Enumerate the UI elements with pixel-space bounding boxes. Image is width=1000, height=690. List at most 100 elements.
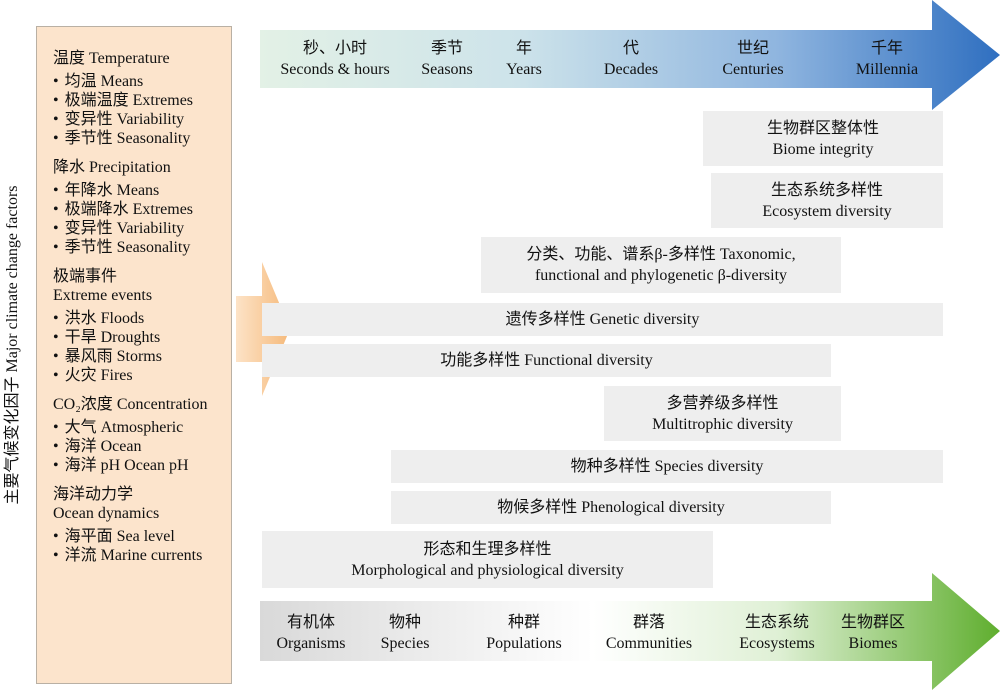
- bar-phenological-diversity: 物候多样性 Phenological diversity: [391, 491, 831, 524]
- bar-species-diversity: 物种多样性 Species diversity: [391, 450, 943, 483]
- bar-morphological-diversity: 形态和生理多样性 Morphological and physiological…: [262, 531, 713, 588]
- bar-line2: Biome integrity: [772, 140, 874, 158]
- factor-item: 均温 Means: [53, 72, 231, 91]
- bar-line1: 物候多样性 Phenological diversity: [497, 499, 725, 516]
- scale-label-en: Communities: [605, 635, 693, 652]
- factor-item: 年降水 Means: [53, 181, 231, 200]
- factor-item: 季节性 Seasonality: [53, 238, 231, 257]
- bar-line2: functional and phylogenetic β-diversity: [534, 267, 788, 284]
- factor-title-zh: 海洋动力学: [53, 486, 134, 503]
- time-arrow-shape-icon: [260, 0, 1000, 110]
- bar-line1: 生态系统多样性: [770, 181, 883, 199]
- bar-line1: 多营养级多样性: [666, 394, 779, 412]
- factor-group-title: 温度 Temperature: [53, 49, 231, 68]
- factor-item: 海平面 Sea level: [53, 527, 231, 546]
- factor-group-co2: CO₂浓度 Concentration 大气 Atmospheric 海洋 Oc…: [53, 395, 231, 475]
- factor-title-en: Ocean dynamics: [53, 505, 160, 522]
- scale-label-en: Centuries: [722, 61, 784, 78]
- factor-title-zh: CO₂浓度: [53, 396, 113, 413]
- scale-label-zh: 年: [515, 40, 532, 57]
- scale-label-en: Millennia: [855, 61, 919, 78]
- factor-group-extreme-events: 极端事件 Extreme events 洪水 Floods 干旱 Drought…: [53, 267, 231, 385]
- factor-title-en: Precipitation: [89, 159, 171, 176]
- factor-item: 极端温度 Extremes: [53, 91, 231, 110]
- factor-group-title: 降水 Precipitation: [53, 158, 231, 177]
- bar-line2: Multitrophic diversity: [652, 415, 793, 433]
- factor-item: 干旱 Droughts: [53, 328, 231, 347]
- scale-label-en: Species: [380, 635, 430, 652]
- scale-label-en: Populations: [486, 635, 562, 652]
- factor-title-en: Extreme events: [53, 287, 153, 304]
- bar-biome-integrity: 生物群区整体性 Biome integrity: [703, 111, 943, 166]
- org-scale-ecosystems: 生态系统 Ecosystems: [739, 612, 815, 654]
- scale-label-zh: 生物群区: [840, 614, 906, 631]
- scale-label-zh: 代: [622, 40, 639, 57]
- factor-item: 暴风雨 Storms: [53, 347, 231, 366]
- bar-line1: 生物群区整体性: [766, 119, 879, 137]
- time-scale-decades: 代 Decades: [604, 38, 658, 80]
- bar-line2: Ecosystem diversity: [762, 202, 892, 220]
- factor-item: 火灾 Fires: [53, 366, 231, 385]
- organization-scale-arrow: 有机体 Organisms 物种 Species 种群 Populations 群落 C…: [260, 573, 1000, 690]
- factor-title-en: Concentration: [116, 396, 208, 413]
- time-scale-centuries: 世纪 Centuries: [722, 38, 783, 80]
- bar-ecosystem-diversity: 生态系统多样性 Ecosystem diversity: [711, 173, 943, 228]
- scale-label-en: Ecosystems: [739, 635, 815, 652]
- factor-item: 洪水 Floods: [53, 309, 231, 328]
- factor-title-zh: 极端事件: [53, 268, 118, 285]
- scale-label-en: Organisms: [276, 635, 346, 652]
- org-arrow-shape-icon: [260, 573, 1000, 690]
- time-scale-seasons: 季节 Seasons: [421, 38, 473, 80]
- factor-item: 变异性 Variability: [53, 219, 231, 238]
- scale-label-zh: 种群: [507, 614, 540, 631]
- org-scale-populations: 种群 Populations: [486, 612, 562, 654]
- scale-label-zh: 千年: [870, 40, 903, 57]
- bar-line1: 遗传多样性 Genetic diversity: [505, 311, 700, 328]
- climate-factors-panel: 温度 Temperature 均温 Means 极端温度 Extremes 变异…: [36, 26, 232, 684]
- bar-functional-diversity: 功能多样性 Functional diversity: [262, 344, 831, 377]
- scale-label-en: Seconds & hours: [280, 61, 390, 78]
- factor-item: 洋流 Marine currents: [53, 546, 231, 565]
- scale-label-zh: 群落: [632, 614, 666, 631]
- org-scale-organisms: 有机体 Organisms: [276, 612, 345, 654]
- org-scale-biomes: 生物群区 Biomes: [841, 612, 905, 654]
- factor-group-temperature: 温度 Temperature 均温 Means 极端温度 Extremes 变异…: [53, 49, 231, 148]
- factor-group-precipitation: 降水 Precipitation 年降水 Means 极端降水 Extremes…: [53, 158, 231, 257]
- factor-item: 季节性 Seasonality: [53, 129, 231, 148]
- factor-group-ocean-dynamics: 海洋动力学 Ocean dynamics 海平面 Sea level 洋流 Ma…: [53, 485, 231, 565]
- scale-label-en: Biomes: [848, 635, 898, 652]
- time-scale-seconds: 秒、小时 Seconds & hours: [280, 38, 389, 80]
- bar-beta-diversity: 分类、功能、谱系β-多样性 Taxonomic, functional and …: [481, 237, 841, 293]
- org-scale-species: 物种 Species: [381, 612, 430, 654]
- bar-line1: 物种多样性 Species diversity: [570, 458, 764, 475]
- org-scale-communities: 群落 Communities: [606, 612, 692, 654]
- scale-label-zh: 物种: [388, 614, 421, 631]
- time-scale-millennia: 千年 Millennia: [856, 38, 918, 80]
- scale-label-zh: 世纪: [736, 40, 770, 57]
- scale-label-en: Seasons: [421, 61, 473, 78]
- time-scale-arrow: 秒、小时 Seconds & hours 季节 Seasons 年 Years 代 De…: [260, 0, 1000, 110]
- side-label-text: 主要气候变化因子 Major climate change factors: [4, 185, 21, 505]
- bar-line1: 功能多样性 Functional diversity: [440, 352, 653, 369]
- bar-genetic-diversity: 遗传多样性 Genetic diversity: [262, 303, 943, 336]
- factor-title-zh: 降水: [53, 159, 86, 176]
- factor-title-zh: 温度: [53, 50, 86, 67]
- factor-group-title: CO₂浓度 Concentration: [53, 395, 231, 414]
- factor-title-en: Temperature: [89, 50, 170, 67]
- bar-line2: Morphological and physiological diversit…: [351, 561, 624, 579]
- factor-item: 极端降水 Extremes: [53, 200, 231, 219]
- factor-item: 变异性 Variability: [53, 110, 231, 129]
- scale-label-zh: 秒、小时: [302, 40, 368, 57]
- scale-label-en: Decades: [603, 61, 659, 78]
- scale-label-zh: 有机体: [286, 614, 336, 631]
- bar-multitrophic-diversity: 多营养级多样性 Multitrophic diversity: [604, 386, 841, 441]
- scale-label-zh: 季节: [430, 40, 463, 57]
- scale-label-zh: 生态系统: [744, 614, 810, 631]
- factor-item: 大气 Atmospheric: [53, 418, 231, 437]
- bar-line1: 分类、功能、谱系β-多样性 Taxonomic,: [526, 246, 796, 263]
- factor-item: 海洋 Ocean: [53, 437, 231, 456]
- bar-line1: 形态和生理多样性: [423, 540, 552, 558]
- scale-label-en: Years: [506, 61, 542, 78]
- factor-item: 海洋 pH Ocean pH: [53, 456, 231, 475]
- time-scale-years: 年 Years: [506, 38, 542, 80]
